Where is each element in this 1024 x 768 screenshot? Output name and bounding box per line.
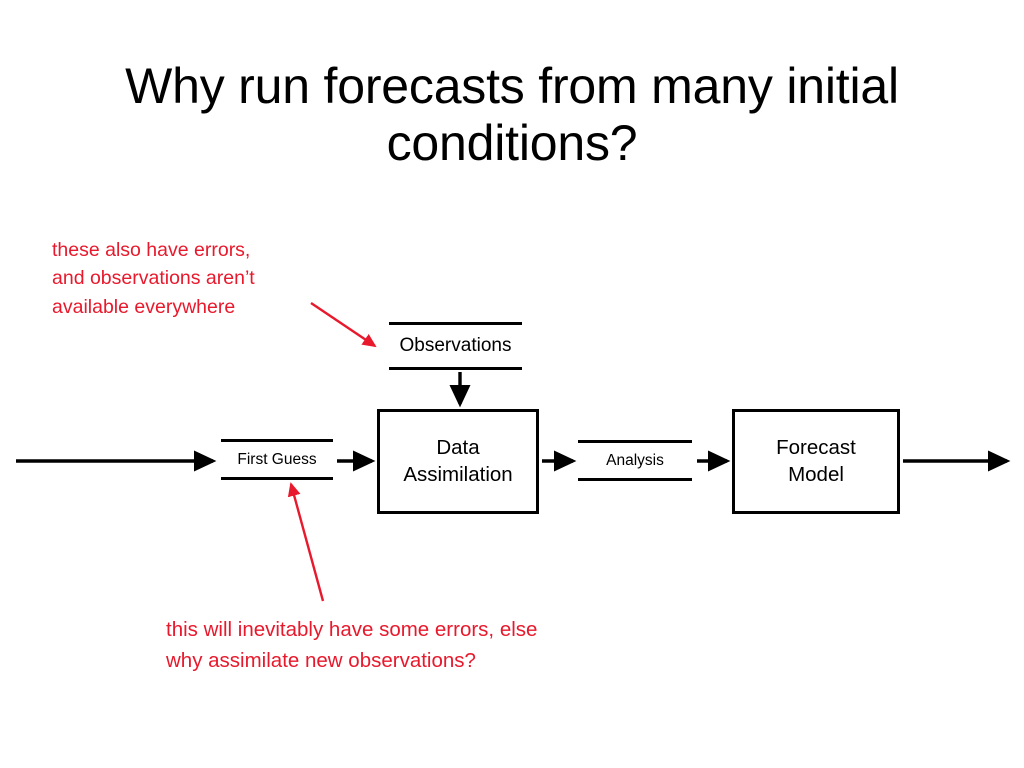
diagram-node-analysis: Analysis [578,440,692,481]
diagram-node-first-guess: First Guess [221,439,333,480]
diagram-node-data-assimilation: Data Assimilation [377,409,539,514]
arrow-annotation-to-first-guess [287,482,325,602]
page-title: Why run forecasts from many initial cond… [125,58,899,171]
diagram-node-observations: Observations [389,322,522,370]
diagram-node-forecast-model: Forecast Model [732,409,900,514]
annotation-first-guess-note: this will inevitably have some errors, e… [166,618,538,672]
annotation-observations-note: these also have errors, and observations… [52,239,255,318]
